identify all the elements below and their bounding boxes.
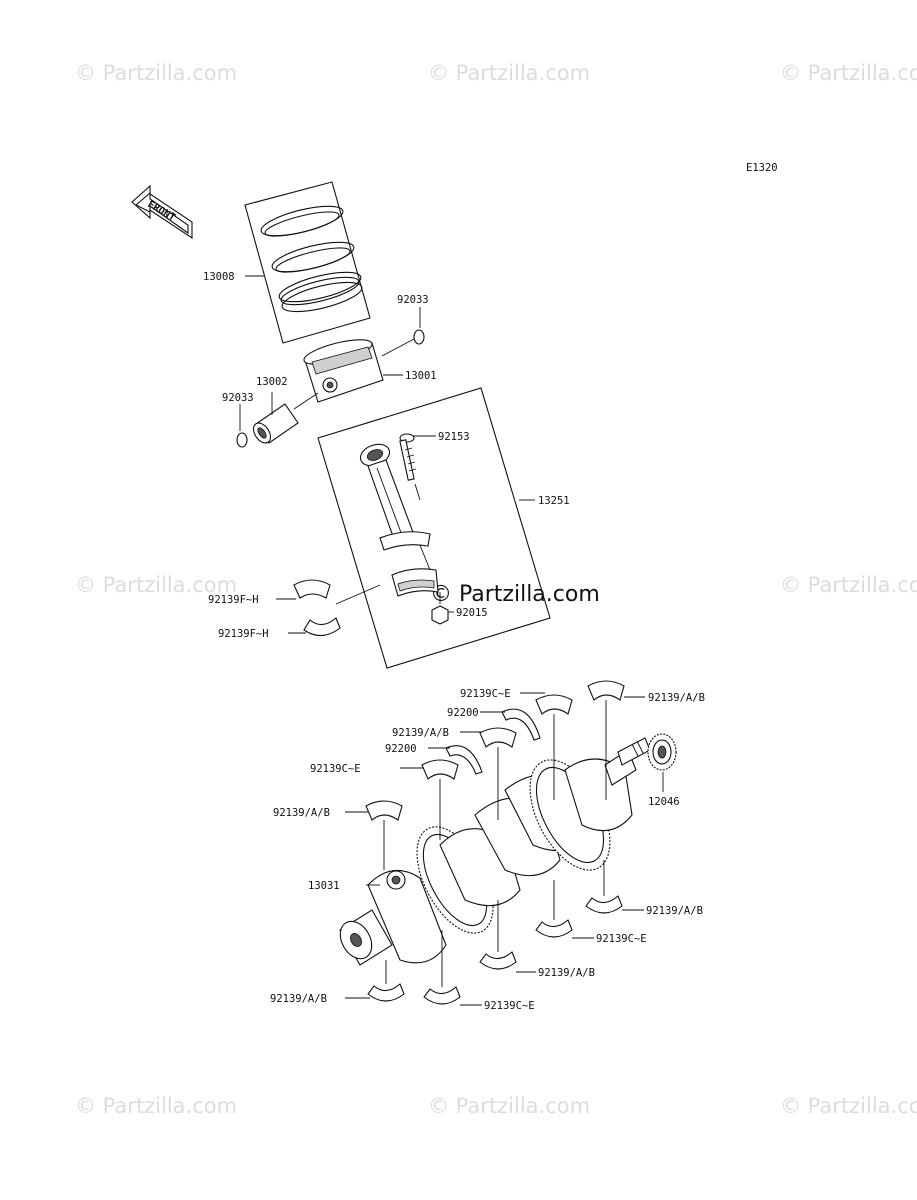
callout-12046: 12046 (648, 796, 680, 808)
gear-12046: 12046 (647, 733, 680, 808)
circlip-lower: 92033 (222, 392, 254, 448)
callout-13001: 13001 (405, 370, 437, 382)
callout-92139fh-upper: 92139F~H (208, 594, 259, 606)
callout-92033-lower: 92033 (222, 392, 254, 404)
callout-13251: 13251 (538, 495, 570, 507)
piston-ring-set: 13008 (203, 181, 371, 344)
callout-92139ce-top-b: 92139C~E (310, 763, 361, 775)
callout-92139ce-bottom-b: 92139C~E (484, 1000, 535, 1012)
conrod-bearing-upper: 92139F~H (208, 579, 381, 606)
callout-92139ab-bottom-a: 92139/A/B (270, 993, 327, 1005)
thrust-washer-b: 92200 (385, 743, 483, 775)
watermark-top-center: © Partzilla.com (428, 61, 590, 85)
watermark-top-left: © Partzilla.com (75, 61, 237, 85)
callout-92139ce-top-d: 92139C~E (460, 688, 511, 700)
crankshaft (339, 737, 651, 966)
diagram-code: E1320 (746, 162, 778, 174)
watermark-top-right: © Partzilla.com (780, 61, 917, 85)
callout-92200-a: 92200 (447, 707, 479, 719)
main-bearing-bottom-d: 92139C~E (535, 880, 647, 945)
front-arrow-icon: FRONT (131, 184, 193, 240)
callout-92139ce-bottom-d: 92139C~E (596, 933, 647, 945)
callout-92139ab-bottom-e: 92139/A/B (646, 905, 703, 917)
callout-92139ab-top-c: 92139/A/B (392, 727, 449, 739)
main-bearing-bottom-b: 92139C~E (423, 930, 535, 1012)
watermark-mid-right: © Partzilla.com (780, 573, 917, 597)
callout-13008: 13008 (203, 271, 235, 283)
watermark-bottom-center: © Partzilla.com (428, 1094, 590, 1118)
watermark-mid-left: © Partzilla.com (75, 573, 237, 597)
watermark-center: © Partzilla.com (430, 582, 600, 607)
main-bearing-top-d: 92139C~E (460, 688, 573, 800)
callout-92200-b: 92200 (385, 743, 417, 755)
circlip-upper: 92033 (381, 294, 429, 357)
thrust-washer-a: 92200 (447, 707, 541, 741)
main-bearing-top-e: 92139/A/B (587, 680, 705, 800)
callout-13002: 13002 (256, 376, 288, 388)
callout-13031: 13031 (308, 880, 340, 892)
main-bearing-top-b: 92139C~E (310, 759, 459, 840)
callout-92139ab-top-a: 92139/A/B (273, 807, 330, 819)
connecting-rod-assembly: 13251 92153 92015 (317, 387, 570, 669)
piston-pin: 13002 (252, 376, 319, 444)
main-bearing-top-c: 92139/A/B (392, 727, 517, 820)
watermark-bottom-left: © Partzilla.com (75, 1094, 237, 1118)
watermark-bottom-right: © Partzilla.com (780, 1094, 917, 1118)
watermarks: © Partzilla.com © Partzilla.com © Partzi… (75, 61, 917, 1118)
main-bearing-bottom-e: 92139/A/B (585, 860, 703, 917)
conrod-bearing-lower: 92139F~H (218, 617, 341, 640)
piston: 13001 (303, 339, 437, 403)
main-bearing-bottom-c: 92139/A/B (479, 900, 595, 979)
callout-92139ab-bottom-c: 92139/A/B (538, 967, 595, 979)
main-bearing-bottom-a: 92139/A/B (270, 960, 405, 1005)
callout-92139ab-top-e: 92139/A/B (648, 692, 705, 704)
main-bearing-top-a: 92139/A/B (273, 800, 403, 870)
callout-92139fh-lower: 92139F~H (218, 628, 269, 640)
callout-92015: 92015 (456, 607, 488, 619)
callout-92153: 92153 (438, 431, 470, 443)
callout-92033-upper: 92033 (397, 294, 429, 306)
